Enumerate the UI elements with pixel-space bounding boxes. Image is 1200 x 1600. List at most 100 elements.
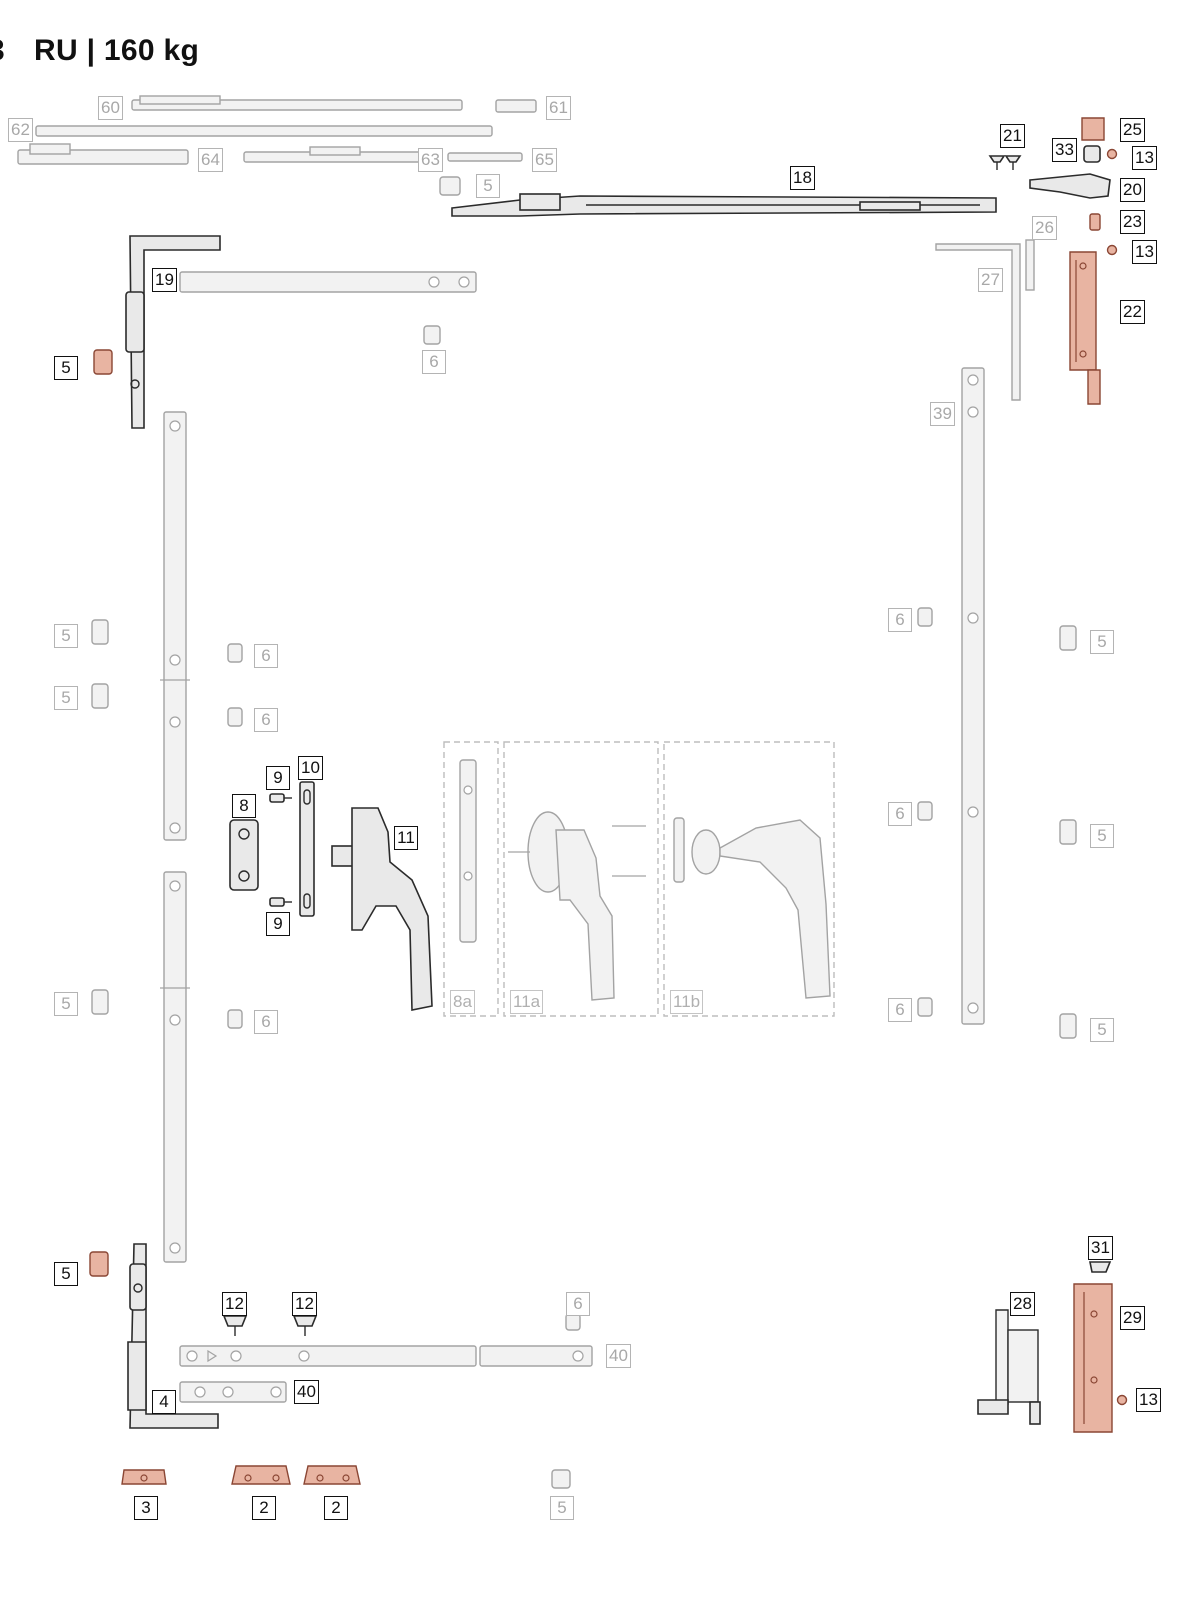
label-5-f: 5 [54,1262,78,1286]
clip-6-right-c [917,997,933,1017]
part-21-screws [988,155,1022,170]
label-23: 23 [1120,210,1145,234]
label-5-b: 5 [54,356,78,380]
label-5-g: 5 [550,1496,574,1520]
label-31: 31 [1088,1236,1113,1260]
label-5-c: 5 [54,624,78,648]
alt-box-11b [663,741,835,1017]
part-9-screw-a [269,793,292,803]
right-rod-39 [961,367,985,1025]
label-2-a: 2 [252,1496,276,1520]
label-6-a: 6 [422,350,446,374]
part-5-bottom-gray [551,1469,571,1489]
label-5-e: 5 [54,992,78,1016]
part-13-screw-c [1116,1394,1128,1406]
label-6-r1: 6 [888,608,912,632]
clip-6-left-c [227,1009,243,1029]
part-18-stay-arm [451,193,997,217]
clip-5-right-a [1059,625,1077,651]
label-6-r3: 6 [888,998,912,1022]
label-19: 19 [152,268,177,292]
label-61: 61 [546,96,571,120]
part-28-frame-hinge [977,1309,1041,1425]
clip-6-left-a [227,643,243,663]
clip-5-left-a [91,619,109,645]
part-63-bar [243,146,425,163]
clip-6-right-b [917,801,933,821]
part-3-keeper [121,1469,167,1485]
part-8-gear [229,819,259,891]
label-25: 25 [1120,118,1145,142]
bottom-rod-40 [179,1345,593,1367]
label-6-c: 6 [254,708,278,732]
label-5-top: 5 [476,174,500,198]
part-13-screw-b [1106,244,1118,256]
label-9-b: 9 [266,912,290,936]
label-13-a: 13 [1132,146,1157,170]
part-22-hinge [1069,251,1101,405]
part-5-top-clip [439,176,461,196]
part-26-bracket [1025,239,1035,291]
label-64: 64 [198,148,223,172]
label-63: 63 [418,148,443,172]
label-6-e: 6 [566,1292,590,1316]
part-9-screw-b [269,897,292,907]
label-39: 39 [930,402,955,426]
left-rod-lower [160,871,190,1263]
label-13-c: 13 [1136,1388,1161,1412]
label-28: 28 [1010,1292,1035,1316]
part-60-bar [131,95,463,111]
part-12-clip-a [222,1315,248,1336]
part-5-left-copper [93,349,113,375]
label-18: 18 [790,166,815,190]
label-33: 33 [1052,138,1077,162]
alt-box-8a [443,741,499,1017]
label-8a: 8a [450,990,475,1014]
part-2-keeper-a [231,1465,291,1485]
label-40-a: 40 [606,1344,631,1368]
label-2-b: 2 [324,1496,348,1520]
part-5-bottom-copper [89,1251,109,1277]
label-10: 10 [298,756,323,780]
part-12-clip-b [292,1315,318,1336]
label-13-b: 13 [1132,240,1157,264]
label-11: 11 [394,826,418,850]
label-5-r1: 5 [1090,630,1114,654]
part-20-hinge-arm [1029,173,1111,199]
label-8: 8 [232,794,256,818]
label-29: 29 [1120,1306,1145,1330]
label-40-b: 40 [294,1380,319,1404]
label-20: 20 [1120,178,1145,202]
clip-6-left-b [227,707,243,727]
label-11a: 11a [510,990,544,1014]
part-29-sash-hinge [1073,1283,1113,1433]
label-6-b: 6 [254,644,278,668]
label-4: 4 [152,1390,176,1414]
clip-5-right-b [1059,819,1077,845]
part-31-cap [1089,1261,1112,1273]
label-6-r2: 6 [888,802,912,826]
clip-5-left-c [91,989,109,1015]
part-27-corner [935,243,1021,401]
label-21: 21 [1000,124,1025,148]
label-6-d: 6 [254,1010,278,1034]
part-62-bar [35,125,493,137]
part-4-corner-drive [127,1243,219,1429]
label-65: 65 [532,148,557,172]
label-60: 60 [98,96,123,120]
part-61 [495,99,537,113]
part-11-handle [331,807,433,1011]
part-33-bush [1083,145,1101,163]
label-5-r3: 5 [1090,1018,1114,1042]
part-23-pin [1089,213,1101,231]
part-2-keeper-b [303,1465,361,1485]
label-12-b: 12 [292,1292,317,1316]
label-3: 3 [134,1496,158,1520]
label-62: 62 [8,118,33,142]
part-25-cap [1081,117,1105,141]
short-rod-40 [179,1381,287,1403]
label-12-a: 12 [222,1292,247,1316]
diagram-title: RU | 160 kg [34,34,200,67]
